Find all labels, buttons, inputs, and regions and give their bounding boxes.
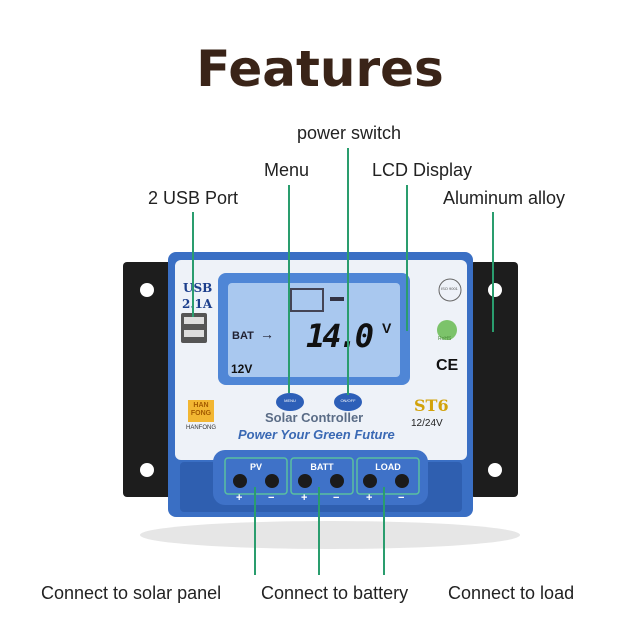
- callout-line-power: [347, 148, 349, 395]
- usb-label: USB: [183, 281, 213, 295]
- label-menu: Menu: [264, 160, 310, 180]
- lcd-unit: V: [382, 320, 392, 336]
- callout-line-usb: [192, 212, 194, 317]
- pv-plus: +: [236, 492, 243, 504]
- model-voltage: 12/24V: [411, 418, 443, 429]
- label-load: Connect to load: [448, 583, 575, 603]
- lcd-voltage-value: 14.0: [306, 317, 374, 355]
- callout-line-lcd: [406, 185, 408, 331]
- label-power-switch: power switch: [297, 123, 402, 143]
- callout-line-solar: [254, 487, 256, 575]
- arrow-right-icon: →: [260, 326, 274, 342]
- label-lcd-display: LCD Display: [372, 160, 473, 180]
- power-button[interactable]: ON/OFF: [340, 398, 356, 403]
- pv-minus: −: [268, 492, 275, 504]
- callout-line-battery: [318, 487, 320, 575]
- usb-current: 2.1A: [182, 297, 213, 311]
- slogan: Power Your Green Future: [238, 427, 395, 442]
- batt-minus: −: [333, 492, 340, 504]
- terminal-label-batt: BATT: [310, 462, 334, 472]
- brand-logo: HAN FONG: [190, 402, 212, 417]
- terminal-label-load: LOAD: [375, 462, 401, 472]
- menu-button[interactable]: MENU: [284, 398, 296, 403]
- batt-plus: +: [301, 492, 308, 504]
- label-usb-port: 2 USB Port: [148, 188, 239, 208]
- label-battery: Connect to battery: [261, 583, 409, 603]
- right-bracket: [470, 262, 518, 497]
- lcd-bat-label: BAT: [232, 330, 254, 342]
- label-aluminum-alloy: Aluminum alloy: [443, 188, 566, 208]
- callout-line-load: [383, 487, 385, 575]
- callout-line-aluminum: [492, 212, 494, 332]
- label-solar-panel: Connect to solar panel: [41, 583, 222, 603]
- brand-name: HANFONG: [186, 425, 216, 431]
- rohs-mark: RoHS: [438, 336, 452, 342]
- load-minus: −: [398, 492, 405, 504]
- left-bracket: [123, 262, 173, 497]
- iso-mark: ISO 9001: [441, 286, 458, 291]
- lcd-system-voltage: 12V: [231, 362, 253, 376]
- ce-mark: CE: [436, 357, 459, 374]
- terminal-label-pv: PV: [249, 462, 262, 472]
- product-name: Solar Controller: [265, 410, 364, 425]
- page-title: Features: [196, 40, 444, 98]
- load-plus: +: [366, 492, 373, 504]
- callout-line-menu: [288, 185, 290, 393]
- model-name: ST6: [414, 396, 449, 415]
